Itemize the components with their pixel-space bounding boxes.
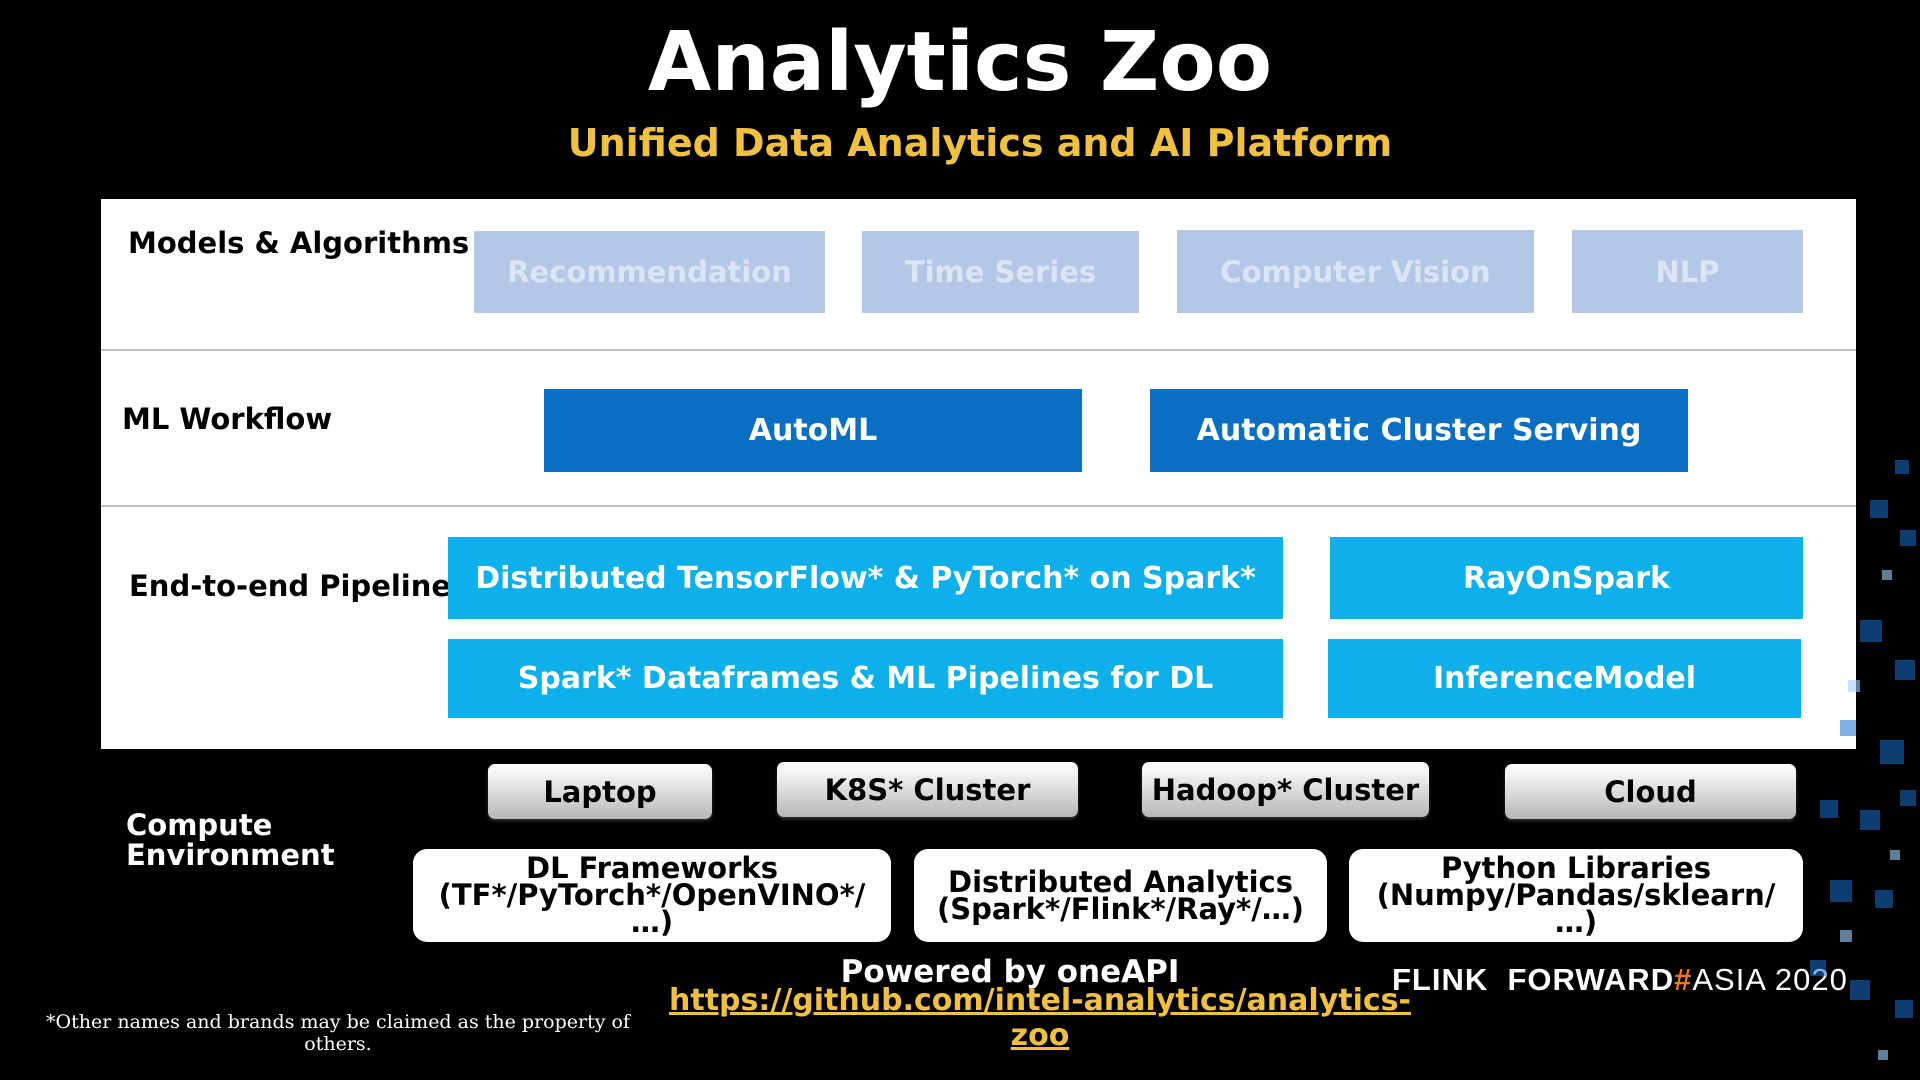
library-line: Distributed Analytics (948, 864, 1293, 899)
brand-flink: FLINK (1392, 962, 1489, 997)
library-line: DL Frameworks (526, 851, 778, 885)
library-python-libraries: Python Libraries (Numpy/Pandas/sklearn/ … (1349, 849, 1803, 942)
layer-label-pipelines: End-to-end Pipelines (129, 569, 469, 603)
brand-forward: FORWARD (1507, 962, 1675, 997)
layer-label-workflow: ML Workflow (122, 402, 333, 436)
layer-divider (101, 505, 1856, 507)
footnote: *Other names and brands may be claimed a… (46, 1011, 630, 1055)
model-time-series: Time Series (862, 231, 1139, 313)
compute-label-line: Environment (126, 838, 335, 872)
library-dl-frameworks: DL Frameworks (TF*/PyTorch*/OpenVINO*/ …… (413, 849, 891, 942)
pipeline-rayonspark: RayOnSpark (1330, 537, 1803, 619)
library-line: (Numpy/Pandas/sklearn/ (1376, 878, 1776, 912)
library-line: …) (1554, 905, 1598, 939)
layer-divider (101, 349, 1856, 351)
env-hadoop-cluster: Hadoop* Cluster (1142, 762, 1429, 817)
library-line: …) (630, 905, 674, 939)
compute-label-line: Compute (126, 808, 273, 842)
event-brand-logo: FLINK FORWARD#ASIA 2020 (1392, 958, 1872, 1002)
library-distributed-analytics: Distributed Analytics (Spark*/Flink*/Ray… (914, 849, 1327, 942)
brand-hash: # (1674, 962, 1693, 997)
env-laptop: Laptop (488, 764, 712, 819)
compute-environment-label: Compute Environment (126, 810, 386, 870)
page-title: Analytics Zoo (647, 14, 1273, 110)
layer-label-models: Models & Algorithms (128, 226, 470, 260)
github-link[interactable]: https://github.com/intel-analytics/analy… (669, 983, 1411, 1053)
workflow-automl: AutoML (544, 389, 1082, 472)
pipeline-inferencemodel: InferenceModel (1328, 639, 1801, 718)
env-cloud: Cloud (1505, 764, 1796, 819)
library-line: (TF*/PyTorch*/OpenVINO*/ (438, 878, 866, 912)
model-computer-vision: Computer Vision (1177, 230, 1534, 313)
env-k8s-cluster: K8S* Cluster (777, 762, 1078, 817)
library-line: (Spark*/Flink*/Ray*/…) (936, 891, 1305, 926)
model-recommendation: Recommendation (474, 231, 825, 313)
page-subtitle: Unified Data Analytics and AI Platform (567, 121, 1393, 165)
powered-by-text: Powered by oneAPI (840, 954, 1180, 990)
pipeline-distributed-tf-pytorch: Distributed TensorFlow* & PyTorch* on Sp… (448, 537, 1283, 619)
pipeline-spark-dataframes: Spark* Dataframes & ML Pipelines for DL (448, 639, 1283, 718)
decorative-cubes-graphic (1810, 460, 1916, 1060)
library-line: Python Libraries (1440, 851, 1712, 885)
workflow-cluster-serving: Automatic Cluster Serving (1150, 389, 1688, 472)
model-nlp: NLP (1572, 230, 1803, 313)
